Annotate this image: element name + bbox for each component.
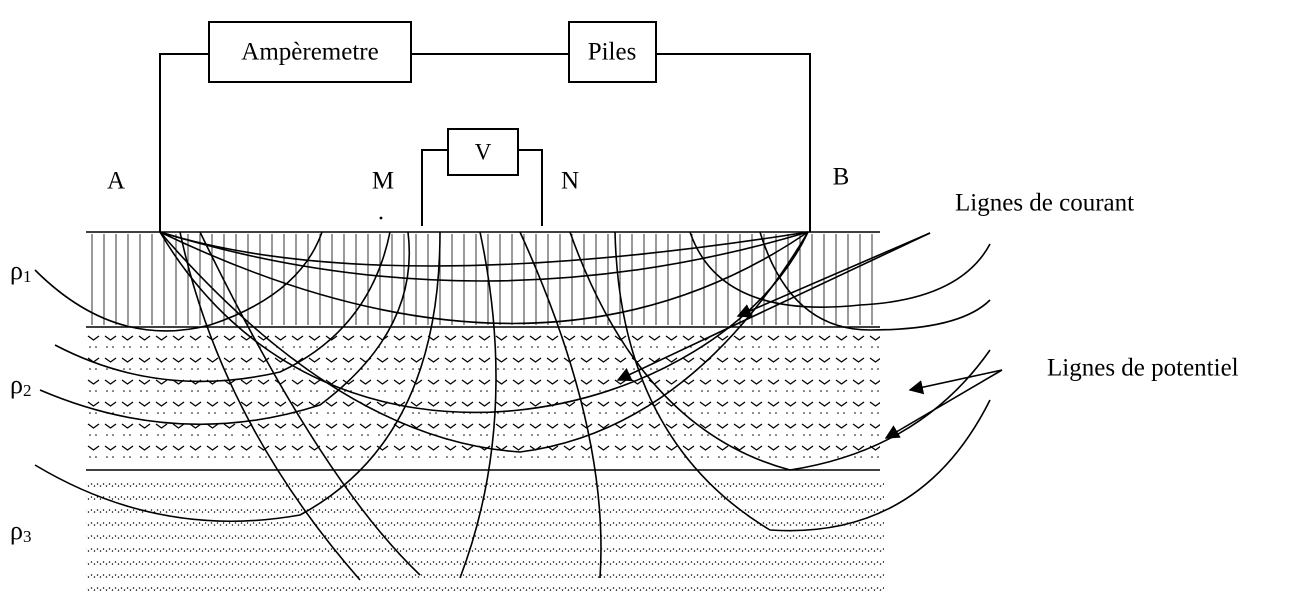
- layer-index: 3: [23, 527, 32, 546]
- potential-line: [759, 231, 991, 331]
- current-line: [159, 231, 809, 282]
- potential-line: [614, 231, 991, 532]
- potential-line: [34, 231, 323, 332]
- circuit-wire-b: [656, 53, 811, 232]
- svg-text:ρ1: ρ1: [10, 256, 31, 286]
- layer-3-label: ρ3: [10, 516, 31, 546]
- battery-label: Piles: [588, 39, 637, 66]
- current-line: [159, 231, 809, 325]
- voltmeter-wire-m: [421, 149, 448, 226]
- layer-index: 2: [23, 381, 32, 400]
- potential-lines-arrows: [884, 369, 1003, 439]
- current-arrow-2: [616, 232, 931, 381]
- svg-text:ρ3: ρ3: [10, 516, 31, 546]
- potential-line: [519, 231, 602, 579]
- potential-circuit: [421, 149, 543, 226]
- current-arrow-1: [736, 232, 931, 318]
- rho-symbol: ρ: [10, 370, 23, 399]
- current-lines-arrows: [616, 232, 931, 381]
- current-lines-label: Lignes de courant: [955, 190, 1134, 217]
- ammeter-box: Ampèremetre: [208, 21, 412, 83]
- voltmeter-box: V: [447, 128, 519, 176]
- voltmeter-wire-n: [518, 149, 543, 226]
- current-line: [159, 231, 809, 267]
- electrode-a-label: A: [107, 168, 125, 195]
- potential-line: [179, 231, 361, 581]
- electrode-n-label: N: [561, 168, 579, 195]
- layer-1-hatching: [91, 234, 873, 325]
- layer-1-label: ρ1: [10, 256, 31, 286]
- potential-line: [199, 231, 421, 576]
- layer-2-texture: [86, 335, 880, 465]
- potential-lines-label: Lignes de potentiel: [1047, 355, 1239, 382]
- layer-3-texture: [86, 478, 884, 596]
- rho-symbol: ρ: [10, 516, 23, 545]
- circuit-wire-a: [159, 53, 209, 232]
- layer-index: 1: [23, 267, 32, 286]
- potential-arrow-1: [908, 369, 1003, 395]
- potential-line: [54, 231, 391, 383]
- small-dot-mark: [379, 216, 383, 220]
- potential-line: [39, 231, 411, 426]
- battery-box: Piles: [568, 21, 657, 83]
- layer-2-label: ρ2: [10, 370, 31, 400]
- ammeter-label: Ampèremetre: [241, 39, 378, 66]
- electrode-b-label: B: [833, 164, 850, 191]
- voltmeter-label: V: [475, 140, 492, 165]
- rho-symbol: ρ: [10, 256, 23, 285]
- potential-arrow-2: [884, 369, 1003, 439]
- layer-fills: [86, 234, 884, 596]
- current-circuit: [159, 53, 811, 232]
- current-line: [159, 231, 809, 453]
- potential-line: [34, 231, 441, 523]
- svg-text:ρ2: ρ2: [10, 370, 31, 400]
- potential-line: [459, 231, 497, 579]
- electrode-m-label: M: [372, 168, 394, 195]
- potential-lines: [34, 231, 991, 581]
- potential-line: [689, 231, 991, 308]
